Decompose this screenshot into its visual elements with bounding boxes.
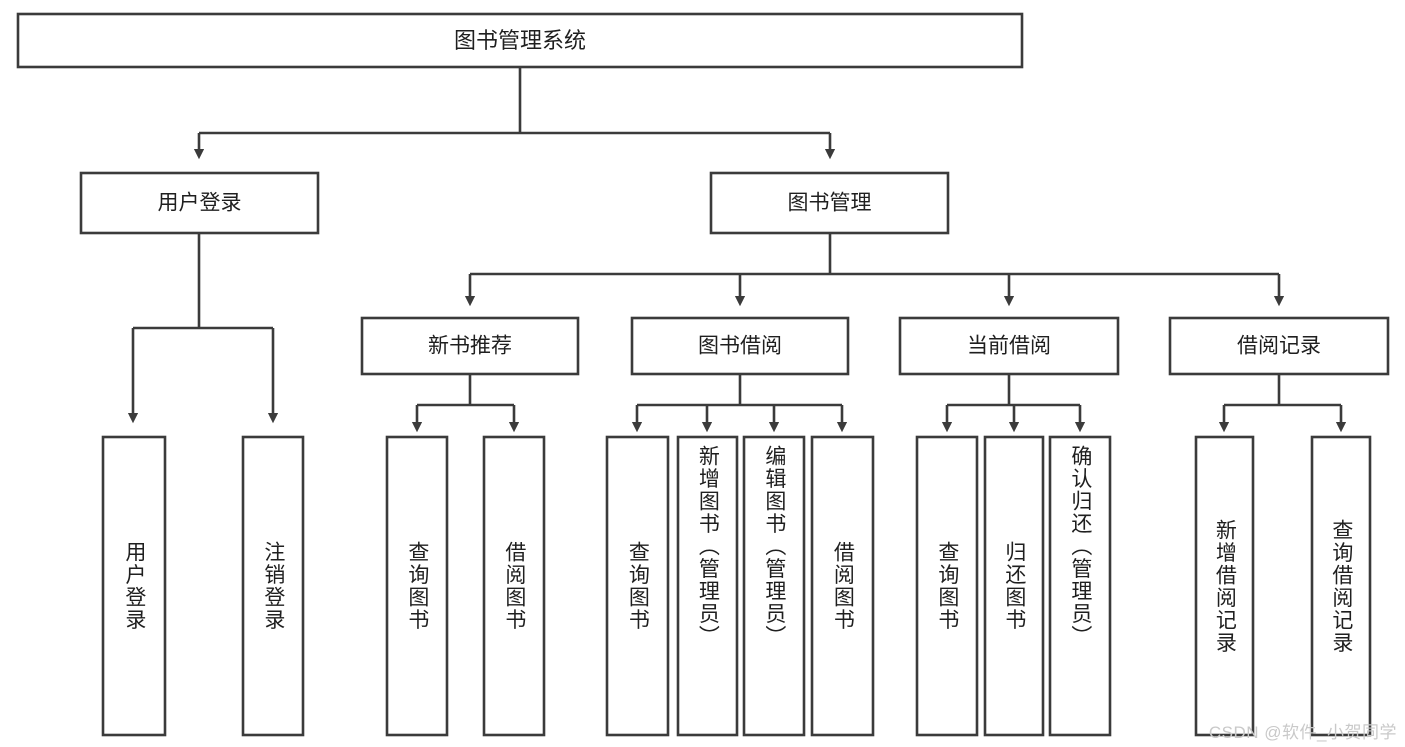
node-new-book-recommend-box[interactable] [360, 316, 580, 376]
node-layer: 图书管理系统 用户登录 图书管理 新书推荐 图书借阅 [16, 12, 1390, 737]
node-new-book-recommend-label: 新书推荐 [428, 335, 512, 358]
node-title-box[interactable] [16, 12, 1024, 69]
node-leaf-add-borrow-record-box[interactable] [1194, 435, 1255, 737]
node-current-borrow-label: 当前借阅 [967, 335, 1051, 358]
node-borrow-record-box[interactable] [1168, 316, 1390, 376]
node-leaf-edit-book-admin-box[interactable] [742, 435, 806, 737]
node-leaf-query-book-2-box[interactable] [605, 435, 670, 737]
node-leaf-user-logout-box[interactable] [241, 435, 305, 737]
node-book-manage-box[interactable] [709, 171, 950, 235]
node-leaf-query-borrow-record-box[interactable] [1310, 435, 1372, 737]
node-leaf-user-login-box[interactable] [101, 435, 167, 737]
node-leaf-add-book-admin-box[interactable] [676, 435, 739, 737]
node-user-login-box[interactable] [79, 171, 320, 235]
connector-layer [127, 67, 1347, 433]
node-leaf-borrow-book-1-box[interactable] [482, 435, 546, 737]
node-user-login-label: 用户登录 [158, 192, 242, 215]
node-title[interactable]: 图书管理系统 [16, 12, 1024, 69]
node-book-borrow-box[interactable] [630, 316, 850, 376]
node-leaf-borrow-book-2-box[interactable] [810, 435, 875, 737]
node-title-label: 图书管理系统 [454, 28, 586, 53]
node-book-borrow[interactable]: 图书借阅 [630, 316, 850, 376]
node-current-borrow[interactable]: 当前借阅 [898, 316, 1120, 376]
node-book-borrow-label: 图书借阅 [698, 335, 782, 358]
node-leaf-return-book-box[interactable] [983, 435, 1045, 737]
node-leaf-query-book-1-box[interactable] [385, 435, 449, 737]
node-borrow-record[interactable]: 借阅记录 [1168, 316, 1390, 376]
csdn-watermark: CSDN @软件_小贺同学 [1208, 723, 1397, 742]
node-new-book-recommend[interactable]: 新书推荐 [360, 316, 580, 376]
node-borrow-record-label: 借阅记录 [1237, 335, 1321, 358]
node-leaf-query-book-3-box[interactable] [915, 435, 979, 737]
node-user-login[interactable]: 用户登录 [79, 171, 320, 235]
node-leaf-confirm-return-admin-box[interactable] [1048, 435, 1112, 737]
node-current-borrow-box[interactable] [898, 316, 1120, 376]
node-book-manage-label: 图书管理 [788, 192, 872, 215]
node-book-manage[interactable]: 图书管理 [709, 171, 950, 235]
